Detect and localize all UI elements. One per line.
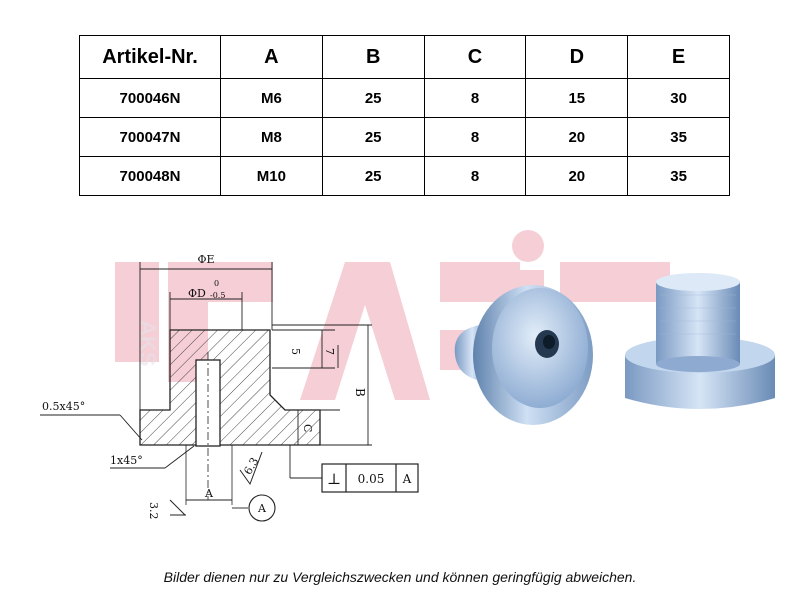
product-photo-side <box>625 273 775 409</box>
chamfer-inner: 1x45° <box>110 454 143 467</box>
dim-tol-lower: -0.5 <box>210 291 225 300</box>
spec-table: Artikel-Nr. A B C D E 700046N M6 25 8 15… <box>79 35 730 196</box>
table-header-row: Artikel-Nr. A B C D E <box>79 35 730 79</box>
datum-marker: A <box>248 494 276 522</box>
product-photo-front <box>454 285 593 425</box>
datum-label: A <box>257 502 267 515</box>
header-a: A <box>220 35 323 79</box>
cell-b: 25 <box>321 156 425 196</box>
tolerance-symbol: ⊥ <box>327 470 341 488</box>
disclaimer-caption: Bilder dienen nur zu Vergleichszwecken u… <box>163 569 637 585</box>
dim-a: A <box>204 487 214 500</box>
cell-artikel-nr: 700048N <box>79 156 221 196</box>
dim-phi-d: ΦD <box>188 287 206 300</box>
cell-e: 35 <box>627 156 730 196</box>
roughness-symbols <box>169 451 263 516</box>
tolerance-datum: A <box>402 472 412 486</box>
cell-artikel-nr: 700046N <box>79 78 221 118</box>
watermark-side-text: AKS <box>135 320 160 366</box>
table-row: 700046N M6 25 8 15 30 <box>79 78 730 118</box>
cell-d: 20 <box>525 117 629 157</box>
dim-tol-upper: 0 <box>214 279 219 288</box>
header-d: D <box>525 35 629 79</box>
cell-b: 25 <box>321 78 425 118</box>
cell-e: 30 <box>627 78 730 118</box>
cell-a: M6 <box>220 78 323 118</box>
table-row: 700048N M10 25 8 20 35 <box>79 156 730 196</box>
header-b: B <box>321 35 425 79</box>
cell-c: 8 <box>423 117 527 157</box>
dim-c: C <box>301 424 314 432</box>
roughness-value-1: 6.3 <box>241 455 261 477</box>
roughness-value-2: 3.2 <box>147 502 160 520</box>
cell-d: 20 <box>525 156 629 196</box>
cell-d: 15 <box>525 78 629 118</box>
header-artikel-nr: Artikel-Nr. <box>79 35 221 79</box>
chamfer-outer: 0.5x45° <box>42 400 85 413</box>
tolerance-frame: ⊥ 0.05 A <box>321 463 419 493</box>
header-e: E <box>627 35 730 79</box>
cell-a: M8 <box>220 117 323 157</box>
cell-artikel-nr: 700047N <box>79 117 221 157</box>
cell-a: M10 <box>220 156 323 196</box>
dim-b: B <box>353 388 367 397</box>
technical-drawing: AKS <box>40 230 775 522</box>
cell-c: 8 <box>423 78 527 118</box>
dim-7: 7 <box>323 348 336 355</box>
header-c: C <box>423 35 527 79</box>
cross-section <box>139 329 321 505</box>
tolerance-value: 0.05 <box>358 472 385 486</box>
cell-b: 25 <box>321 117 425 157</box>
dim-phi-e: ΦE <box>197 253 214 266</box>
dimension-lines <box>40 262 372 509</box>
cell-c: 8 <box>423 156 527 196</box>
cell-e: 35 <box>627 117 730 157</box>
dim-5: 5 <box>289 348 302 355</box>
table-row: 700047N M8 25 8 20 35 <box>79 117 730 157</box>
